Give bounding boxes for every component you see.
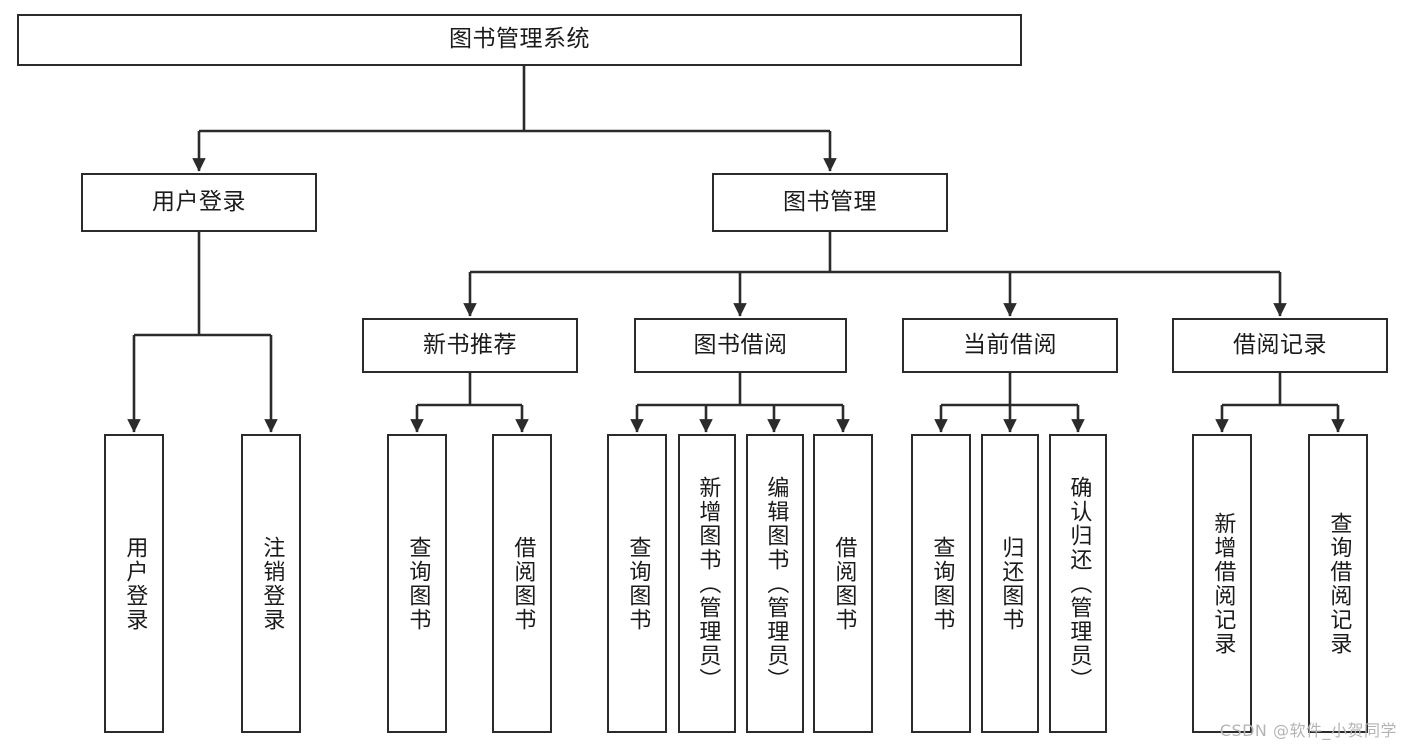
node-leaf-return-book[interactable]: 归还图书 — [981, 434, 1039, 733]
node-current-borrow[interactable]: 当前借阅 — [902, 318, 1118, 373]
node-label: 借阅记录 — [1233, 331, 1327, 358]
node-label: 图书借阅 — [693, 331, 788, 358]
node-leaf-query-book-2[interactable]: 查询图书 — [607, 434, 667, 733]
node-label: 用户登录 — [122, 535, 148, 632]
node-label: 新书推荐 — [423, 331, 517, 358]
node-borrow-record[interactable]: 借阅记录 — [1172, 318, 1388, 373]
node-label: 查询图书 — [625, 535, 651, 632]
node-label: 查询图书 — [929, 535, 955, 632]
node-leaf-user-login[interactable]: 用户登录 — [104, 434, 164, 733]
node-leaf-add-borrow-record[interactable]: 新增借阅记录 — [1192, 434, 1252, 733]
node-root-book-management-system[interactable]: 图书管理系统 — [17, 14, 1022, 66]
node-label: 新增借阅记录 — [1210, 511, 1236, 656]
node-leaf-add-book-admin[interactable]: 新增图书（管理员） — [678, 434, 736, 733]
node-leaf-borrow-book-2[interactable]: 借阅图书 — [813, 434, 873, 733]
node-label: 借阅图书 — [510, 535, 536, 632]
node-label: 查询借阅记录 — [1326, 511, 1352, 656]
node-leaf-borrow-book-1[interactable]: 借阅图书 — [492, 434, 552, 733]
node-label: 确认归还（管理员） — [1066, 475, 1092, 692]
node-label: 注销登录 — [259, 535, 285, 632]
node-leaf-confirm-return-admin[interactable]: 确认归还（管理员） — [1049, 434, 1107, 733]
node-label: 当前借阅 — [963, 331, 1057, 358]
node-label: 图书管理系统 — [449, 26, 590, 53]
node-user-login[interactable]: 用户登录 — [81, 173, 317, 232]
node-leaf-logout-login[interactable]: 注销登录 — [241, 434, 301, 733]
node-book-manage[interactable]: 图书管理 — [712, 173, 948, 232]
watermark-text: CSDN @软件_小贺同学 — [1219, 721, 1397, 740]
node-leaf-query-book-3[interactable]: 查询图书 — [911, 434, 971, 733]
node-leaf-query-book-1[interactable]: 查询图书 — [387, 434, 447, 733]
node-label: 查询图书 — [405, 535, 431, 632]
node-label: 用户登录 — [152, 188, 246, 215]
node-label: 借阅图书 — [831, 535, 857, 632]
node-label: 归还图书 — [998, 535, 1024, 632]
node-label: 新增图书（管理员） — [695, 475, 721, 692]
node-label: 图书管理 — [783, 188, 877, 215]
node-leaf-query-borrow-record[interactable]: 查询借阅记录 — [1308, 434, 1368, 733]
node-leaf-edit-book-admin[interactable]: 编辑图书（管理员） — [746, 434, 804, 733]
node-new-book-recommend[interactable]: 新书推荐 — [362, 318, 578, 373]
node-label: 编辑图书（管理员） — [763, 475, 789, 692]
node-book-borrow[interactable]: 图书借阅 — [634, 318, 847, 373]
